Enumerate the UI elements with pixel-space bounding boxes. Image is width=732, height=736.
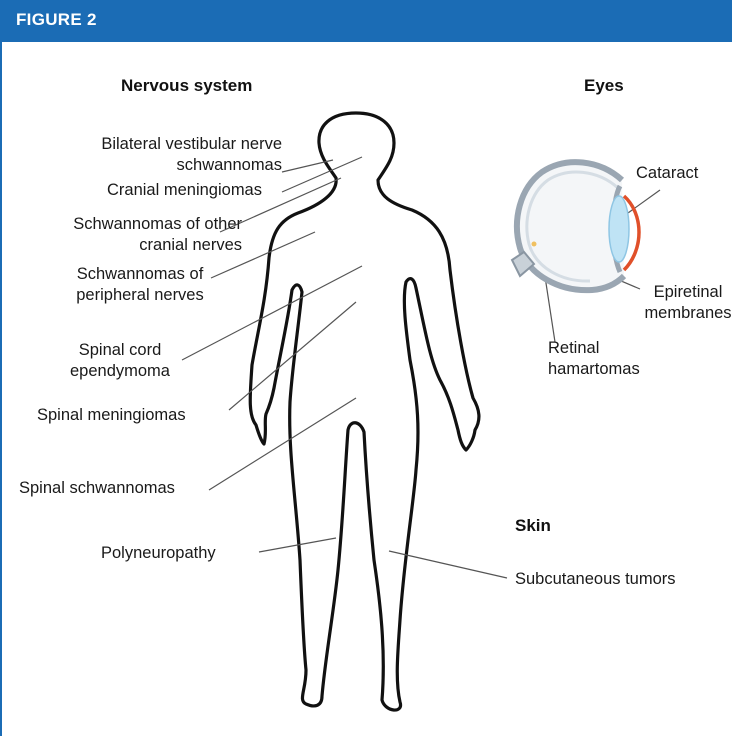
label-peripheral-line2: peripheral nerves (40, 285, 240, 306)
label-peripheral-line1: Schwannomas of (40, 264, 240, 285)
label-epiretinal-membranes: Epiretinal membranes (640, 282, 732, 324)
label-polyneuropathy: Polyneuropathy (101, 543, 216, 564)
label-ependymoma-line1: Spinal cord (40, 340, 200, 361)
leader-vestibular (282, 160, 333, 172)
label-retinal-line1: Retinal (548, 338, 640, 359)
label-retinal-line2: hamartomas (548, 359, 640, 380)
label-spinal-meningiomas: Spinal meningiomas (37, 405, 186, 426)
section-eyes: Eyes (584, 76, 624, 96)
label-other-cranial-line2: cranial nerves (10, 235, 242, 256)
section-nervous-system: Nervous system (121, 76, 252, 96)
label-retinal-hamartomas: Retinal hamartomas (548, 338, 640, 380)
leader-spinal-schwannomas (209, 398, 356, 490)
label-other-cranial-schwannomas: Schwannomas of other cranial nerves (10, 214, 242, 256)
label-epiretinal-line2: membranes (640, 303, 732, 324)
label-ependymoma-line2: ependymoma (40, 361, 200, 382)
label-cataract: Cataract (636, 163, 698, 184)
label-spinal-schwannomas: Spinal schwannomas (19, 478, 175, 499)
label-subcutaneous-tumors: Subcutaneous tumors (515, 569, 676, 590)
label-vestibular-line2: schwannomas (20, 155, 282, 176)
eye-diagram (512, 162, 639, 290)
label-vestibular-schwannomas: Bilateral vestibular nerve schwannomas (20, 134, 282, 176)
label-epiretinal-line1: Epiretinal (640, 282, 732, 303)
label-spinal-cord-ependymoma: Spinal cord ependymoma (40, 340, 200, 382)
label-cranial-meningiomas: Cranial meningiomas (20, 180, 262, 201)
section-skin: Skin (515, 516, 551, 536)
label-other-cranial-line1: Schwannomas of other (10, 214, 242, 235)
retinal-spot-icon (532, 242, 537, 247)
lens-icon (609, 196, 629, 262)
label-vestibular-line1: Bilateral vestibular nerve (20, 134, 282, 155)
leader-spinal-meningiomas (229, 302, 356, 410)
label-peripheral-schwannomas: Schwannomas of peripheral nerves (40, 264, 240, 306)
